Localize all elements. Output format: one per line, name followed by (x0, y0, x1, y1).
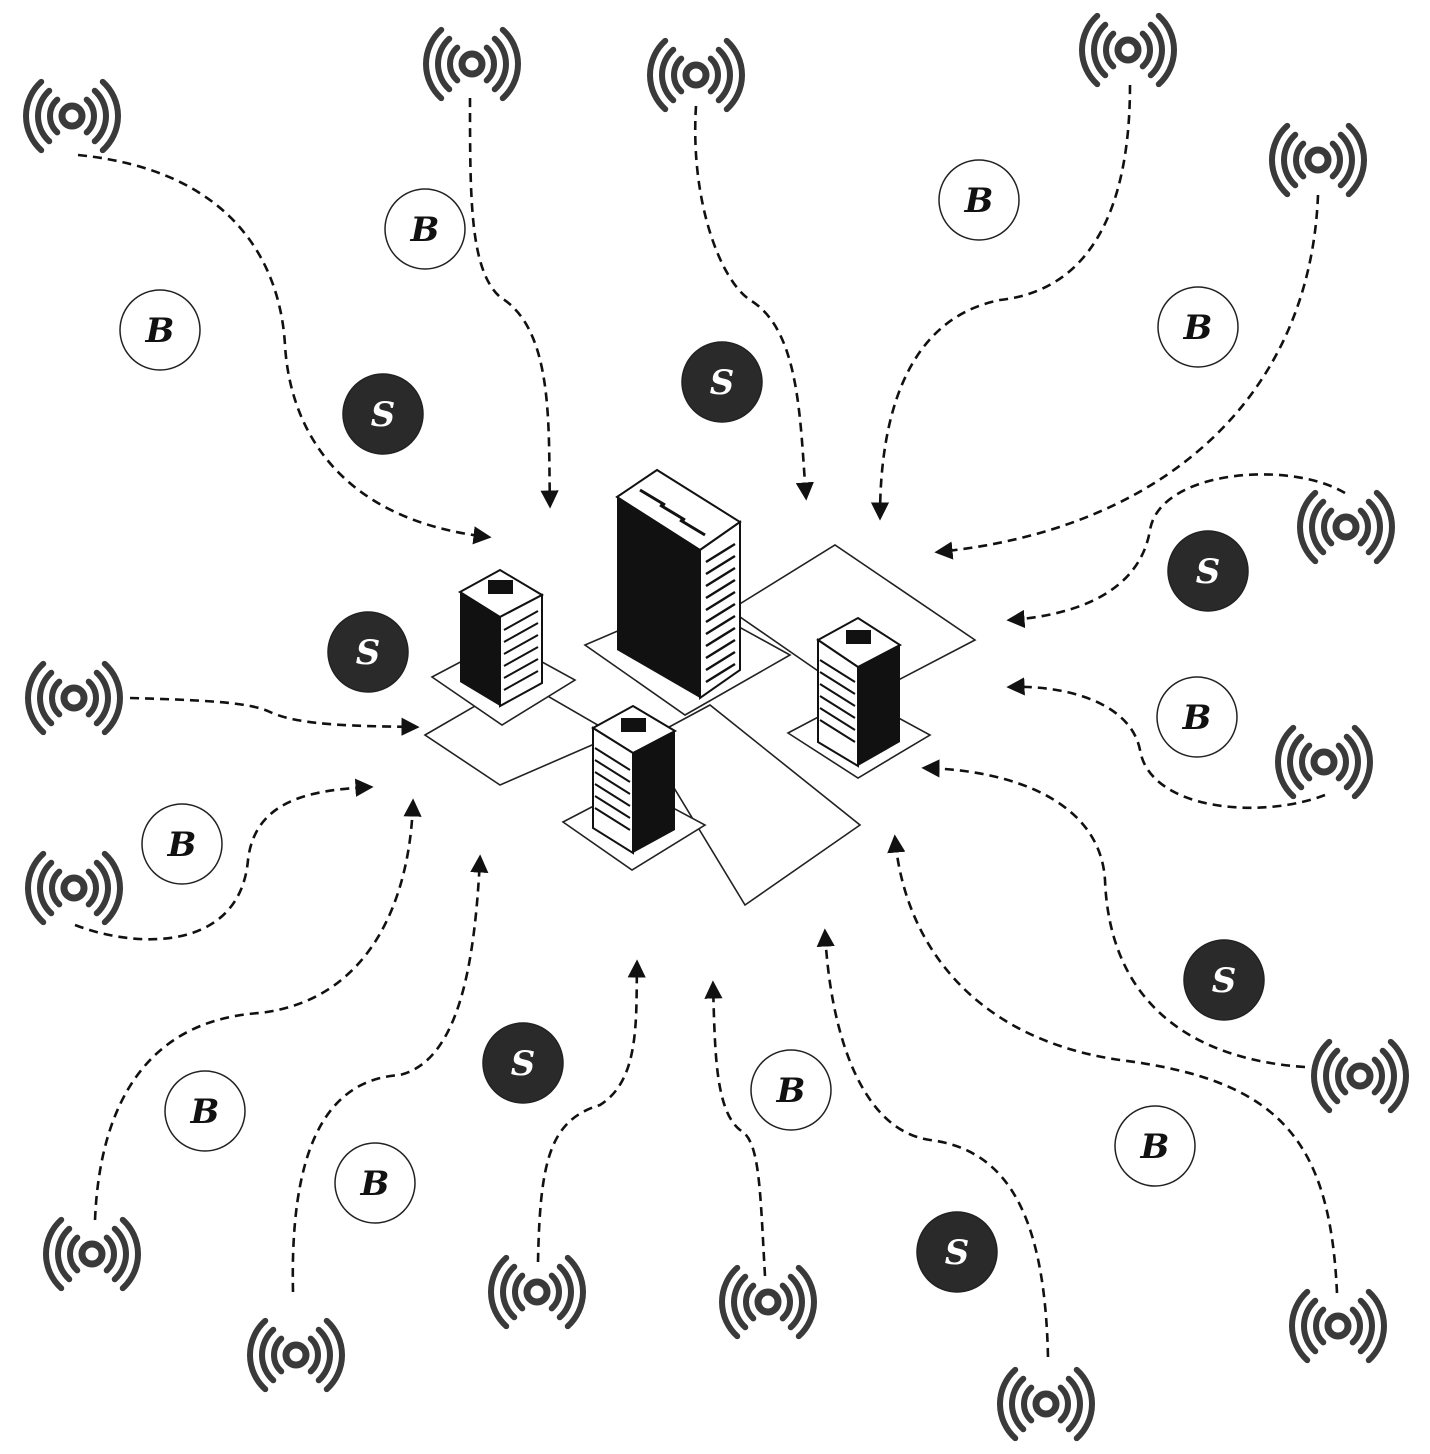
badge-b: B (141, 803, 223, 885)
wireless-signal-icon (43, 1216, 141, 1292)
flow-path (921, 759, 1306, 1069)
wireless-signal-icon (719, 1264, 817, 1340)
badge-s: S (681, 341, 763, 423)
wireless-signal-icon (25, 850, 123, 926)
badge-b-label: B (145, 311, 175, 351)
badge-s: S (1183, 939, 1265, 1021)
badge-b: B (1114, 1105, 1196, 1187)
flow-path (468, 97, 559, 509)
badge-b-label: B (190, 1092, 220, 1132)
badge-s: S (916, 1211, 998, 1293)
wireless-signal-icon (1297, 489, 1395, 565)
badge-b-label: B (776, 1071, 806, 1111)
badge-b: B (119, 289, 201, 371)
badge-b-label: B (964, 181, 994, 221)
badge-b: B (334, 1142, 416, 1224)
wireless-signal-icon (647, 37, 745, 113)
badge-b: B (1156, 676, 1238, 758)
wireless-signal-icon (997, 1366, 1095, 1442)
wireless-signal-icon (488, 1254, 586, 1330)
wireless-signal-icon (1269, 122, 1367, 198)
badge-s: S (342, 373, 424, 455)
data-flow-paths (74, 84, 1346, 1358)
badge-b: B (1157, 286, 1239, 368)
wireless-signal-icon (1079, 12, 1177, 88)
flow-path (870, 84, 1132, 521)
badge-group: B B B B S S B S S B B B S S B B S (119, 159, 1265, 1293)
server-tower-main (615, 468, 742, 700)
badge-b: B (750, 1049, 832, 1131)
flow-path (887, 834, 1339, 1294)
badge-b-label: B (1140, 1127, 1170, 1167)
badge-s-label: S (1196, 552, 1221, 592)
wireless-signal-icon (1275, 724, 1373, 800)
flow-path (536, 959, 646, 1263)
flow-path (816, 928, 1050, 1358)
flow-path (693, 105, 814, 501)
badge-s: S (1167, 530, 1249, 612)
badge-s-label: S (945, 1233, 970, 1273)
badge-b-label: B (360, 1164, 390, 1204)
badge-b: B (938, 159, 1020, 241)
sensor-group (23, 12, 1409, 1442)
wireless-signal-icon (247, 1317, 345, 1393)
badge-b: B (384, 188, 466, 270)
wireless-signal-icon (423, 26, 521, 102)
hub-platform-bottom (643, 704, 862, 907)
flow-path (129, 696, 420, 736)
badge-b-label: B (167, 825, 197, 865)
flow-path (704, 980, 767, 1277)
badge-b-label: B (1183, 308, 1213, 348)
badge-s-label: S (511, 1044, 536, 1084)
wireless-signal-icon (1289, 1288, 1387, 1364)
server-tower-left (458, 568, 545, 708)
flow-path (1006, 473, 1346, 629)
server-tower-right (816, 616, 902, 768)
badge-s: S (327, 611, 409, 693)
badge-b-label: B (1182, 698, 1212, 738)
badge-s-label: S (371, 395, 396, 435)
wireless-signal-icon (23, 78, 121, 154)
flow-path (74, 778, 374, 941)
badge-s: S (482, 1022, 564, 1104)
flow-path (77, 153, 492, 545)
badge-b: B (164, 1070, 246, 1152)
flow-path (1006, 677, 1326, 810)
badge-b-label: B (410, 210, 440, 250)
flow-path (291, 854, 489, 1293)
data-center-hub (423, 468, 977, 907)
badge-s-label: S (356, 633, 381, 673)
flow-path (93, 798, 422, 1221)
badge-s-label: S (1212, 961, 1237, 1001)
wireless-signal-icon (25, 660, 123, 736)
flow-path (934, 194, 1320, 560)
server-tower-bottom (591, 704, 678, 855)
badge-s-label: S (710, 363, 735, 403)
wireless-signal-icon (1311, 1038, 1409, 1114)
